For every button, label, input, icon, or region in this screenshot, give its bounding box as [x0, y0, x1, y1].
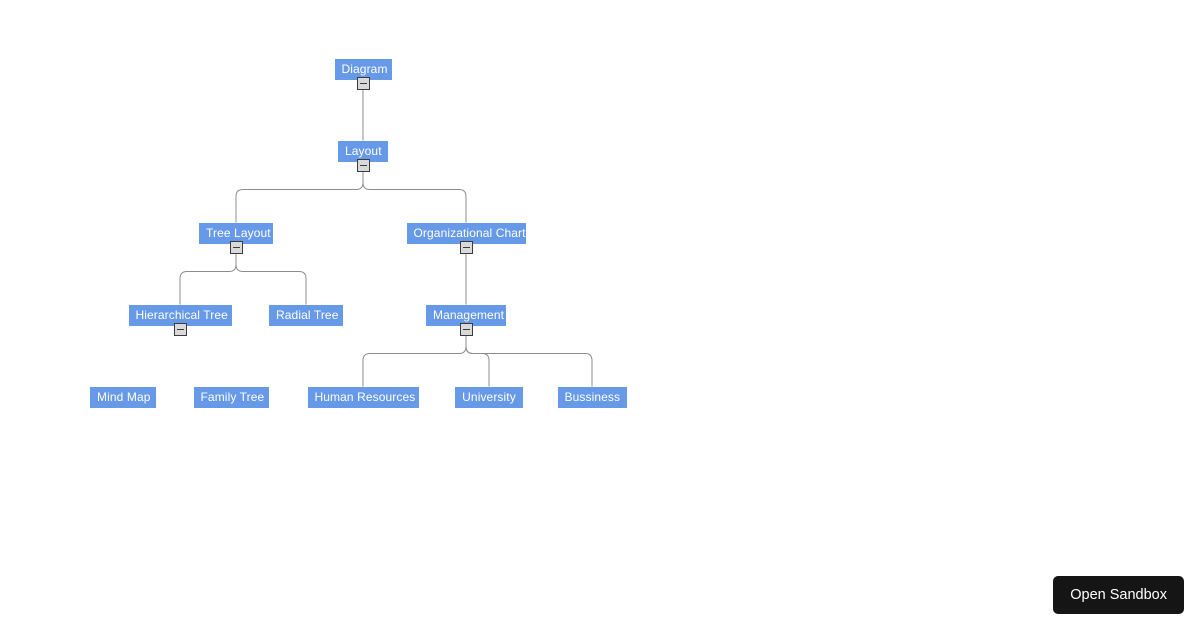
tree-node-label: Diagram: [341, 61, 388, 76]
collapse-toggle-hier-tree[interactable]: [173, 322, 187, 336]
tree-node-hier-tree[interactable]: Hierarchical Tree: [128, 304, 232, 326]
tree-node-label: Management: [433, 307, 505, 322]
collapse-toggle-management[interactable]: [459, 322, 473, 336]
tree-node-tree-layout[interactable]: Tree Layout: [199, 222, 273, 244]
tree-node-radial-tree[interactable]: Radial Tree: [269, 304, 343, 326]
tree-node-label: Organizational Chart: [413, 225, 526, 240]
collapse-toggle-layout[interactable]: [356, 158, 370, 172]
tree-node-management[interactable]: Management: [426, 304, 506, 326]
tree-node-layout[interactable]: Layout: [338, 140, 388, 162]
collapse-toggle-org-chart[interactable]: [459, 240, 473, 254]
tree-node-label: Hierarchical Tree: [135, 307, 228, 322]
open-sandbox-button[interactable]: Open Sandbox: [1053, 575, 1184, 614]
collapse-toggle-tree-layout[interactable]: [229, 240, 243, 254]
tree-node-label: Layout: [345, 143, 382, 158]
tree-node-diagram[interactable]: Diagram: [334, 58, 392, 80]
edge-layout-to-org-chart: [362, 167, 467, 223]
edge-layout-to-tree-layout: [235, 167, 364, 223]
edge-management-to-bussiness: [465, 331, 593, 387]
tree-node-human-res[interactable]: Human Resources: [307, 386, 419, 408]
tree-node-org-chart[interactable]: Organizational Chart: [406, 222, 526, 244]
edge-management-to-human-res: [362, 331, 467, 387]
edge-tree-layout-to-hier-tree: [179, 249, 237, 305]
tree-node-label: University: [462, 389, 516, 404]
edge-management-to-university: [465, 331, 490, 387]
tree-node-bussiness[interactable]: Bussiness: [557, 386, 627, 408]
tree-node-mind-map[interactable]: Mind Map: [90, 386, 156, 408]
tree-node-label: Mind Map: [97, 389, 151, 404]
tree-node-label: Human Resources: [314, 389, 416, 404]
tree-node-label: Bussiness: [564, 389, 621, 404]
tree-node-family-tree[interactable]: Family Tree: [193, 386, 269, 408]
tree-node-label: Tree Layout: [206, 225, 271, 240]
tree-node-label: Family Tree: [200, 389, 265, 404]
edge-tree-layout-to-radial-tree: [235, 249, 307, 305]
collapse-toggle-diagram[interactable]: [356, 76, 370, 90]
tree-node-university[interactable]: University: [455, 386, 523, 408]
tree-node-label: Radial Tree: [276, 307, 339, 322]
